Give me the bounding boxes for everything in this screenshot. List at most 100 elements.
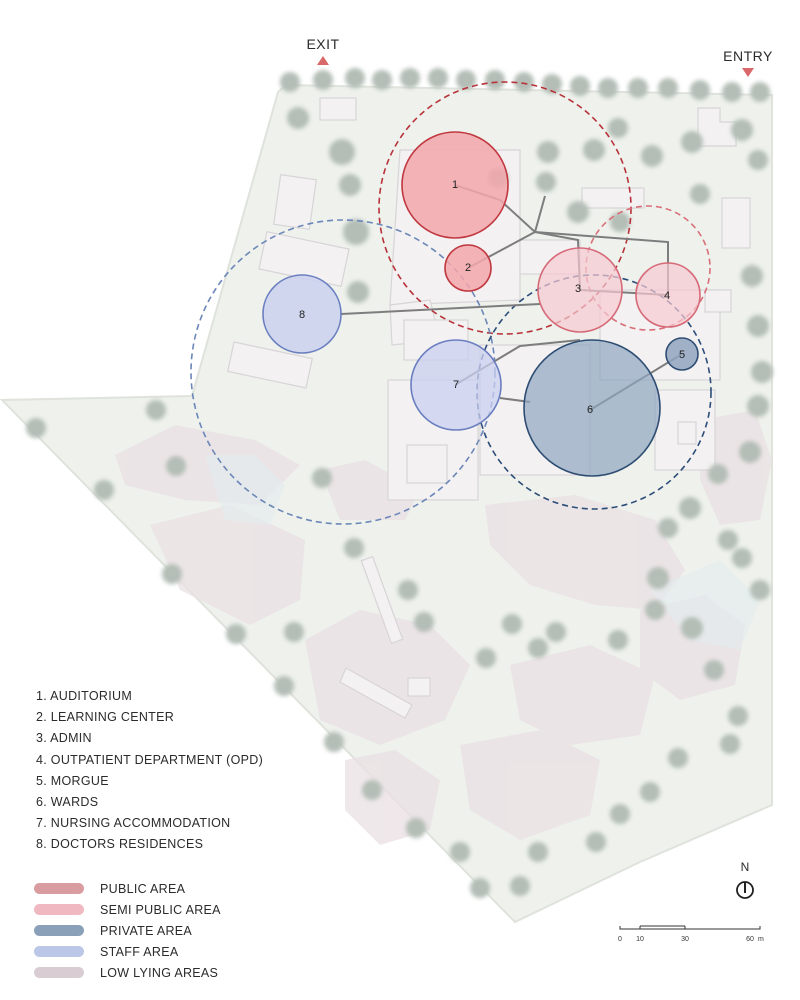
tree	[428, 68, 448, 88]
connection-line	[340, 303, 541, 315]
scale-tick-label: 10	[636, 936, 644, 943]
tree	[732, 548, 752, 568]
zone-number: 8	[299, 309, 305, 321]
legend-swatch	[34, 967, 84, 978]
tree	[751, 361, 773, 383]
tree	[747, 395, 769, 417]
zone-bubble-auditorium	[401, 131, 509, 239]
scale-bar	[619, 925, 761, 930]
tree	[456, 70, 476, 90]
tree	[598, 78, 618, 98]
tree	[658, 78, 678, 98]
low-lying-area	[305, 610, 470, 745]
tree	[329, 139, 355, 165]
tree	[514, 72, 534, 92]
building	[677, 421, 697, 445]
tree	[400, 68, 420, 88]
tree	[750, 82, 770, 102]
tree	[528, 842, 548, 862]
zone-list-item: 4. OUTPATIENT DEPARTMENT (OPD)	[36, 752, 264, 767]
building	[339, 667, 413, 719]
legend-label: LOW LYING AREAS	[100, 965, 219, 980]
tree	[372, 70, 392, 90]
tree	[274, 676, 294, 696]
zone-bubble-doctors-residences	[262, 274, 342, 354]
tree	[610, 804, 630, 824]
zone-number: 3	[575, 283, 581, 295]
building	[407, 677, 431, 697]
tree	[628, 78, 648, 98]
tree	[645, 600, 665, 620]
zone-list-item: 2. LEARNING CENTER	[36, 710, 175, 725]
tree	[26, 418, 46, 438]
tree	[347, 281, 369, 303]
exit-arrow-icon	[317, 56, 329, 65]
zone-number: 1	[452, 179, 458, 191]
tree	[640, 782, 660, 802]
zone-list-item: 8. DOCTORS RESIDENCES	[36, 837, 204, 852]
tree	[750, 580, 770, 600]
tree	[485, 70, 505, 90]
entry-arrow-icon	[742, 68, 754, 77]
tree	[470, 878, 490, 898]
pale-tint-area	[205, 455, 285, 525]
building	[654, 389, 716, 471]
tree	[681, 617, 703, 639]
tree	[570, 76, 590, 96]
tree	[647, 567, 669, 589]
tree	[345, 68, 365, 88]
legend: PUBLIC AREA SEMI PUBLIC AREA PRIVATE ARE…	[34, 878, 221, 983]
zone-bubble-opd	[635, 262, 701, 328]
tree	[690, 80, 710, 100]
low-lying-area	[320, 460, 420, 520]
tree	[748, 150, 768, 170]
tree	[324, 732, 344, 752]
tree	[728, 706, 748, 726]
legend-swatch	[34, 946, 84, 957]
zone-list: 1. AUDITORIUM 2. LEARNING CENTER 3. ADMI…	[36, 686, 263, 856]
zone-number: 2	[465, 262, 471, 274]
tree	[668, 748, 688, 768]
trees	[26, 68, 773, 898]
tree	[681, 131, 703, 153]
tree	[284, 622, 304, 642]
tree	[287, 107, 309, 129]
zone-bubble-admin	[537, 247, 623, 333]
buildings	[227, 97, 751, 719]
legend-item: LOW LYING AREAS	[34, 962, 221, 983]
legend-item: SEMI PUBLIC AREA	[34, 899, 221, 920]
zone-bubbles	[262, 131, 701, 477]
tree	[343, 219, 369, 245]
tree	[528, 638, 548, 658]
north-arrow	[736, 881, 754, 899]
tree	[741, 265, 763, 287]
zone-list-item: 5. MORGUE	[36, 773, 109, 788]
legend-swatch	[34, 925, 84, 936]
tree	[704, 660, 724, 680]
low-lying-area	[510, 645, 655, 745]
tree	[313, 70, 333, 90]
exit-label: EXIT	[306, 36, 340, 52]
scale-bar-line	[619, 926, 761, 930]
scale-tick-label: 30	[681, 936, 689, 943]
tree	[583, 139, 605, 161]
tree	[339, 174, 361, 196]
building	[227, 341, 313, 389]
tree	[406, 818, 426, 838]
tree	[641, 145, 663, 167]
low-lying-areas	[115, 410, 772, 845]
scale-unit-label: m	[758, 936, 764, 943]
legend-swatch	[34, 904, 84, 915]
building	[581, 187, 645, 209]
zone-bubble-wards	[523, 339, 661, 477]
tree	[166, 456, 186, 476]
tree	[586, 832, 606, 852]
legend-swatch	[34, 883, 84, 894]
tree	[226, 624, 246, 644]
low-lying-area	[700, 410, 772, 525]
exit-marker: EXIT	[298, 36, 348, 65]
zone-number: 4	[664, 290, 670, 302]
tree	[567, 201, 589, 223]
